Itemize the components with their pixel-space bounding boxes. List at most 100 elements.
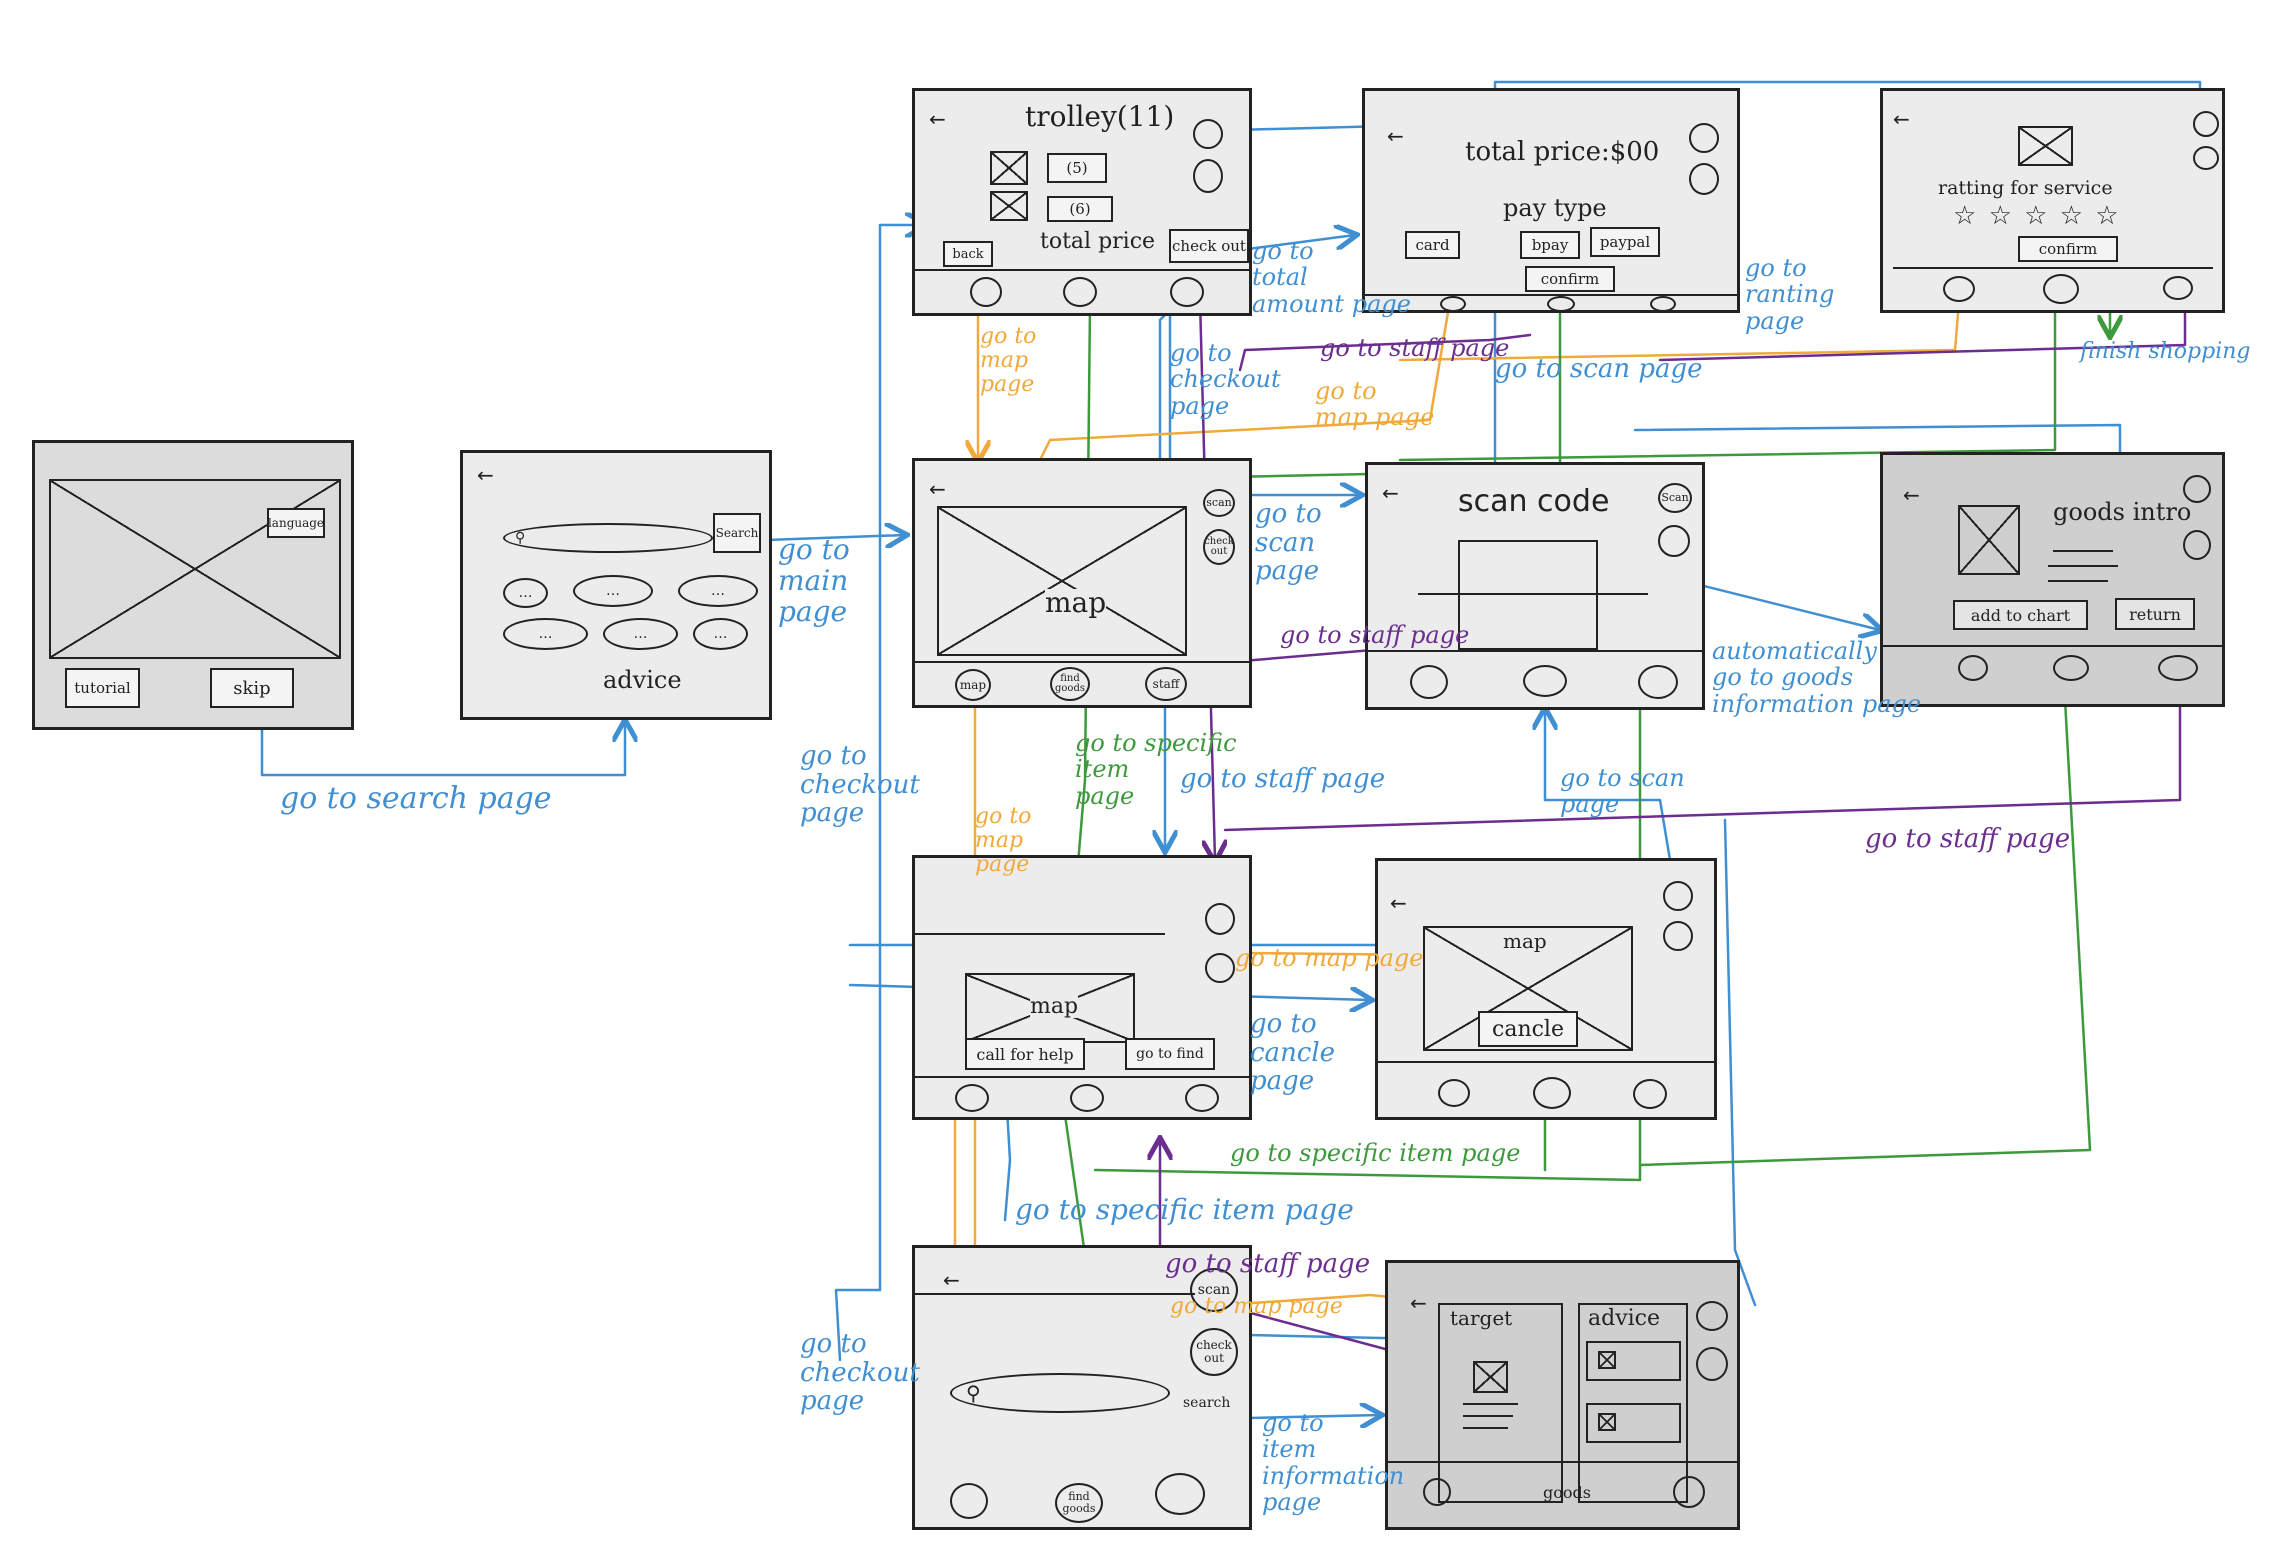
search-label[interactable]: search [1183,1395,1231,1411]
nav-circle-button[interactable] [1533,1077,1571,1109]
advice-item[interactable] [1586,1341,1681,1381]
side-circle-button[interactable] [1696,1301,1728,1331]
rating-stars[interactable]: ☆ ☆ ☆ ☆ ☆ [1953,201,2121,231]
card-button[interactable]: card [1405,231,1460,259]
back-arrow-icon[interactable]: ← [477,463,494,487]
nav-circle-button[interactable] [1155,1473,1205,1515]
call-for-help-button[interactable]: call for help [965,1038,1085,1070]
side-circle-button[interactable] [2193,146,2219,170]
find-goods-button[interactable]: find goods [1055,1483,1103,1523]
advice-bubble[interactable]: … [693,618,748,650]
back-arrow-icon[interactable]: ← [1410,1291,1427,1315]
nav-circle-button[interactable] [1440,296,1466,312]
nav-circle-button[interactable] [2043,274,2079,304]
skip-button[interactable]: skip [210,668,294,708]
search-input[interactable]: ⚲ [950,1373,1170,1413]
advice-bubble[interactable]: … [678,575,758,607]
text-line [2048,565,2118,567]
label-go-map-2: go to map page [1315,377,1435,432]
nav-circle-button[interactable] [1958,655,1988,681]
language-button[interactable]: language [267,508,325,538]
side-circle-button[interactable] [1689,123,1719,153]
checkout-button[interactable]: check out [1169,229,1249,263]
back-arrow-icon[interactable]: ← [1903,483,1920,507]
purple-connector [1223,688,2182,832]
go-to-find-button[interactable]: go to find [1125,1038,1215,1070]
text-line [1463,1403,1518,1405]
find-goods-button[interactable]: find goods [1050,667,1090,701]
nav-circle-button[interactable] [1673,1476,1705,1508]
nav-circle-button[interactable] [1438,1079,1470,1107]
green-connector [1638,698,2092,1167]
map-button[interactable]: map [955,669,991,701]
side-circle-button[interactable] [1663,921,1693,951]
nav-circle-button[interactable] [1633,1079,1667,1109]
nav-circle-button[interactable] [2158,655,2198,681]
nav-circle-button[interactable] [1410,665,1448,699]
search-button[interactable]: Search [713,513,761,553]
side-circle-button[interactable] [1205,903,1235,935]
staff-button[interactable]: staff [1145,667,1187,701]
nav-circle-button[interactable] [1170,277,1204,307]
item-qty-2[interactable]: (6) [1047,196,1113,222]
advice-bubble[interactable]: … [573,575,653,607]
add-to-chart-button[interactable]: add to chart [1953,600,2088,630]
bpay-button[interactable]: bpay [1520,231,1580,259]
nav-circle-button[interactable] [955,1084,989,1112]
nav-circle-button[interactable] [2053,655,2089,681]
side-circle-button[interactable] [1205,953,1235,983]
scan-button[interactable]: scan [1190,1268,1238,1312]
back-arrow-icon[interactable]: ← [1893,107,1910,131]
side-circle-button[interactable] [1193,159,1223,193]
side-circle-button[interactable] [1663,881,1693,911]
scan-button[interactable]: scan [1203,489,1235,517]
side-circle-button[interactable] [1193,119,1223,149]
advice-item-image [1598,1413,1616,1431]
side-circle-button[interactable] [1658,525,1690,557]
nav-circle-button[interactable] [1547,296,1575,312]
back-button[interactable]: back [943,241,993,267]
scan-side-button[interactable]: Scan [1658,483,1692,513]
nav-circle-button[interactable] [1523,665,1567,697]
purple-connector [1238,333,1532,372]
nav-circle-button[interactable] [2163,276,2193,300]
screen-scan: ← scan code Scan [1365,462,1705,710]
total-price-title: total price:$00 [1465,137,1660,167]
side-circle-button[interactable] [2183,475,2211,503]
nav-circle-button[interactable] [1423,1478,1451,1506]
item-qty-1[interactable]: (5) [1047,153,1107,183]
nav-circle-button[interactable] [1638,665,1678,699]
advice-bubble[interactable]: … [503,578,548,608]
nav-circle-button[interactable] [970,277,1002,307]
return-button[interactable]: return [2115,598,2195,630]
back-arrow-icon[interactable]: ← [929,477,946,501]
nav-circle-button[interactable] [1063,277,1097,307]
back-arrow-icon[interactable]: ← [1382,481,1399,505]
goods-nav-label[interactable]: goods [1543,1483,1591,1502]
confirm-button[interactable]: confirm [2018,236,2118,262]
nav-circle-button[interactable] [1650,296,1676,312]
advice-bubble[interactable]: … [603,618,678,650]
paypal-button[interactable]: paypal [1590,227,1660,257]
back-arrow-icon[interactable]: ← [929,107,946,131]
checkout-side-button[interactable]: check out [1203,529,1235,565]
search-input[interactable]: ⚲ [503,523,713,553]
map-area[interactable] [937,506,1187,656]
nav-circle-button[interactable] [950,1483,988,1519]
nav-circle-button[interactable] [1943,276,1975,302]
cancel-button[interactable]: cancle [1478,1011,1578,1047]
side-circle-button[interactable] [2183,530,2211,560]
side-circle-button[interactable] [1696,1347,1728,1381]
confirm-button[interactable]: confirm [1525,266,1615,292]
nav-circle-button[interactable] [1070,1084,1104,1112]
side-circle-button[interactable] [1689,163,1719,195]
checkout-side-button[interactable]: check out [1190,1328,1238,1376]
back-arrow-icon[interactable]: ← [1387,124,1404,148]
back-arrow-icon[interactable]: ← [1390,891,1407,915]
back-arrow-icon[interactable]: ← [943,1268,960,1292]
nav-circle-button[interactable] [1185,1084,1219,1112]
advice-bubble[interactable]: … [503,618,588,650]
side-circle-button[interactable] [2193,111,2219,137]
tutorial-button[interactable]: tutorial [65,668,140,708]
advice-item[interactable] [1586,1403,1681,1443]
